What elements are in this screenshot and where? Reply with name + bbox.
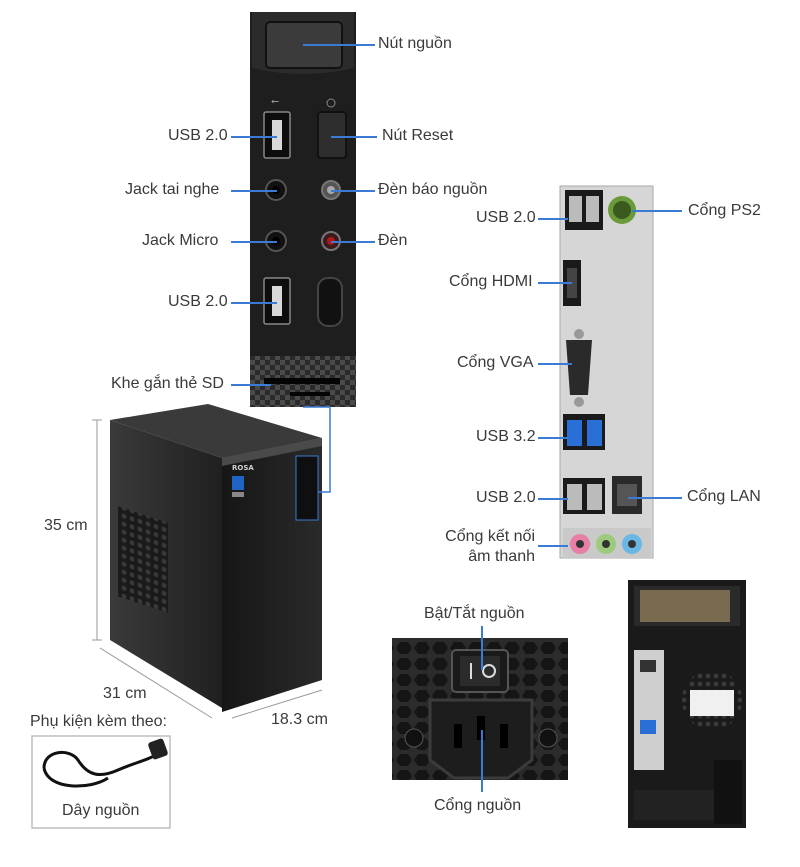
label-power-button: Nút nguồn: [378, 35, 452, 52]
rear-io-panel: [559, 185, 654, 559]
leader-line-power: [303, 44, 375, 46]
leader-line-usb20-rear-top: [538, 218, 568, 220]
label-usb20-rear-bottom: USB 2.0: [476, 489, 536, 506]
label-usb32: USB 3.2: [476, 428, 536, 445]
leader-line-headphone: [231, 190, 277, 192]
svg-text:⭠: ⭠: [271, 96, 279, 107]
label-hdmi: Cổng HDMI: [449, 273, 533, 290]
dimension-depth: 31 cm: [103, 685, 147, 702]
label-sd-slot: Khe gắn thẻ SD: [111, 375, 224, 392]
leader-line-vga: [538, 363, 572, 365]
label-audio-line1: Cổng kết nối: [445, 528, 535, 545]
leader-line-sd: [231, 384, 271, 386]
dimension-lines: [92, 419, 323, 719]
leader-line-psu-port: [481, 730, 483, 792]
leader-line-psu-switch: [481, 626, 483, 670]
label-led: Đèn: [378, 232, 408, 249]
label-mic-jack: Jack Micro: [142, 232, 219, 249]
dimension-width: 18.3 cm: [271, 711, 328, 728]
label-vga: Cổng VGA: [457, 354, 534, 371]
label-lan: Cổng LAN: [687, 488, 761, 505]
leader-line-mic: [231, 241, 277, 243]
reset-button-shape: [317, 111, 347, 159]
leader-line-usb-bottom-front: [231, 302, 277, 304]
psu-closeup-image: [392, 638, 568, 780]
leader-line-audio: [538, 545, 568, 547]
label-ps2: Cổng PS2: [688, 202, 761, 219]
label-reset-button: Nút Reset: [382, 127, 454, 144]
leader-line-lan: [628, 497, 682, 499]
label-usb-top-front: USB 2.0: [168, 127, 228, 144]
leader-line-usb32: [538, 437, 568, 439]
label-power-led: Đèn báo nguồn: [378, 181, 488, 198]
accessory-box: [31, 735, 171, 829]
leader-line-usb-top-front: [231, 136, 277, 138]
dimension-height: 35 cm: [44, 517, 88, 534]
label-headphone-jack: Jack tai nghe: [125, 181, 220, 198]
label-audio-line2: âm thanh: [468, 548, 535, 565]
leader-line-power-led: [331, 190, 375, 192]
accessories-title: Phụ kiện kèm theo:: [30, 713, 167, 730]
label-usb20-rear-top: USB 2.0: [476, 209, 536, 226]
leader-line-reset: [331, 136, 377, 138]
leader-line-usb20-rear-bottom: [538, 498, 568, 500]
leader-line-ps2: [632, 210, 682, 212]
case-brand-logo: ROSA: [232, 464, 254, 472]
label-psu-port: Cổng nguồn: [434, 797, 522, 814]
label-usb-bottom-front: USB 2.0: [168, 293, 228, 310]
front-io-panel: ⭠: [250, 12, 356, 407]
case-rear-image: [628, 580, 746, 828]
sd-slot-shape: [264, 378, 340, 384]
leader-line-hdmi: [538, 282, 572, 284]
leader-line-led: [331, 241, 375, 243]
label-psu-switch: Bật/Tắt nguồn: [424, 605, 525, 622]
pc-case-image: ROSA: [110, 404, 322, 712]
accessory-power-cord-label: Dây nguồn: [62, 802, 140, 819]
